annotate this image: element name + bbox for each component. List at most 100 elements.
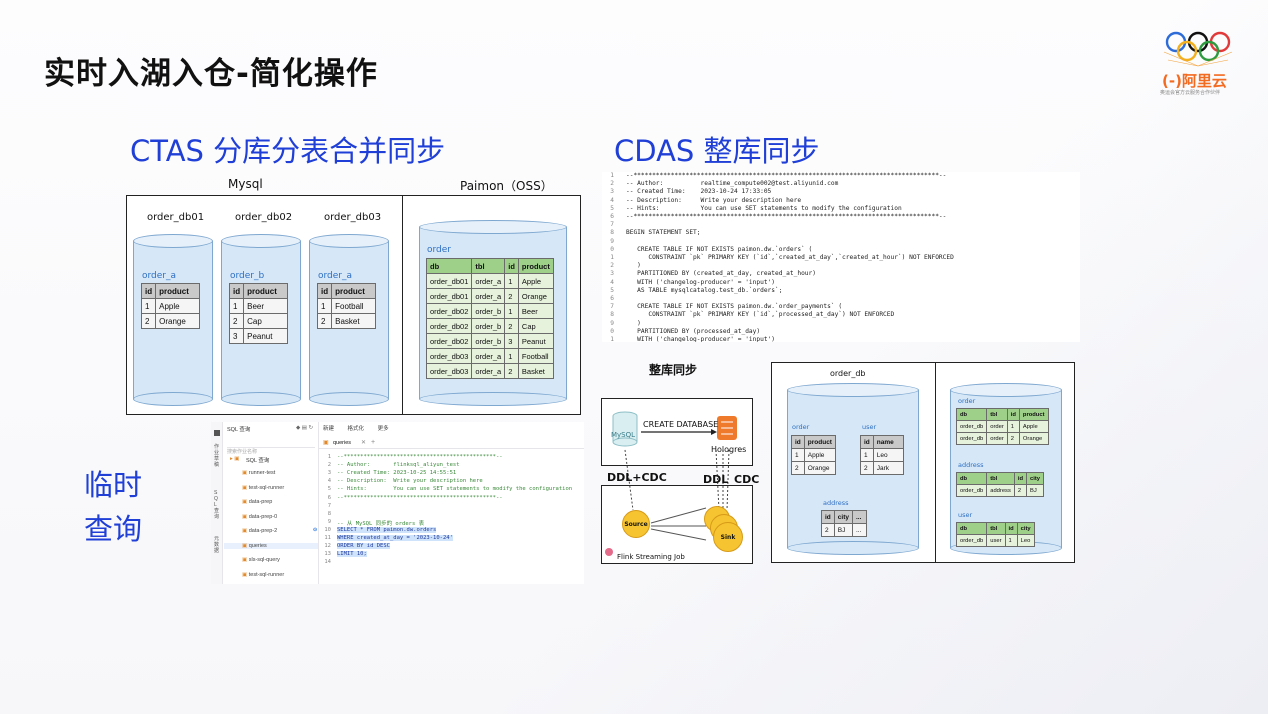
table-cell: order_a <box>471 348 506 364</box>
code-line-number: 2 <box>610 180 614 188</box>
cylinder-bot <box>133 392 213 406</box>
table-cell: 3 <box>228 328 245 344</box>
src-db-cylinder <box>787 383 919 555</box>
table-cell: Orange <box>1018 432 1049 445</box>
tree-item[interactable]: ▣ queries <box>224 542 318 549</box>
table-cell: order_a <box>471 363 506 379</box>
code-line-number: 0 <box>610 327 614 335</box>
adhoc-title-line1: 临时 <box>84 468 143 502</box>
editor-line[interactable]: -- Description: Write your description h… <box>337 478 483 485</box>
editor-line[interactable]: LIMIT 10; <box>337 551 367 558</box>
table-cell: order_a <box>471 288 506 304</box>
search-placeholder: 搜索作业名称 <box>227 449 258 455</box>
dst-user-name: user <box>958 511 973 519</box>
flink-job-label: Flink Streaming Job <box>617 553 685 561</box>
code-line: CREATE TABLE IF NOT EXISTS paimon.dw.`or… <box>626 245 813 253</box>
column-header: product <box>803 435 836 449</box>
tab-queries[interactable]: queries <box>333 440 352 446</box>
slide-title: 实时入湖入仓-简化操作 <box>44 56 378 92</box>
column-header: id <box>860 435 874 449</box>
table-cell: 1 <box>504 348 519 364</box>
code-line: --**************************************… <box>626 213 947 220</box>
more-button[interactable]: 更多 <box>377 426 389 432</box>
tree-item[interactable]: ▣ test-sql-runner <box>242 572 284 578</box>
table-cell: 3 <box>504 333 519 349</box>
menu-icon[interactable] <box>214 430 220 436</box>
table-cell: 2 <box>228 313 245 329</box>
cylinder-top <box>133 234 213 248</box>
tree-item[interactable]: ▣ data-prep-2 <box>242 528 277 534</box>
editor-line[interactable]: SELECT * FROM paimon.dw.orders <box>337 526 437 533</box>
tree-item[interactable]: ▣ data-prep-0 <box>242 514 277 520</box>
editor-line-number: 2 <box>327 462 331 469</box>
table-cell: order_db02 <box>425 333 473 349</box>
editor-line[interactable]: -- 从 MySQL 同步的 orders 表 <box>337 520 425 527</box>
table-cell: 1 <box>1004 534 1018 547</box>
new-button[interactable]: 新建 <box>323 426 335 432</box>
table-name: order_a <box>142 271 177 281</box>
paimon-table-name: order <box>427 245 451 255</box>
editor-line[interactable]: --**************************************… <box>337 454 503 460</box>
panel-icons[interactable]: ◆ ▤ ↻ <box>296 425 314 431</box>
logo-brand: (-)阿里云 <box>1162 72 1227 90</box>
tree-root[interactable]: SQL 查询 <box>246 458 270 464</box>
code-line: -- Created Time: 2023-10-24 17:33:05 <box>626 188 772 196</box>
editor-line[interactable]: WHERE created_at_day = '2023-10-24' <box>337 535 453 541</box>
tree-item[interactable]: ▣ sls-sql-query <box>242 557 280 563</box>
column-header: product <box>331 283 377 299</box>
table-cell: 2 <box>791 461 805 475</box>
code-line-number: 4 <box>610 196 614 204</box>
code-line: WITH ('changelog-producer' = 'input') <box>626 336 776 342</box>
close-tab-icon[interactable]: ✕ <box>361 440 367 446</box>
editor-line[interactable]: --**************************************… <box>337 494 503 501</box>
search-input[interactable]: 搜索作业名称 <box>227 440 315 455</box>
flow-title: 整库同步 <box>649 363 698 377</box>
rail-item[interactable]: S Q L 查 询 <box>214 490 220 520</box>
table-cell: 2 <box>821 523 835 537</box>
file-icon: ▣ <box>242 499 249 505</box>
code-line-number: 9 <box>610 237 614 245</box>
cylinder-top <box>787 383 919 397</box>
column-header: city <box>1026 472 1044 485</box>
editor-line-number: 4 <box>327 478 331 485</box>
code-line-number: 1 <box>610 254 614 261</box>
format-button[interactable]: 格式化 <box>347 426 365 432</box>
tree-item[interactable]: ▣ data-prep <box>242 499 272 505</box>
table-cell: order <box>986 432 1008 445</box>
mysql-icon <box>612 411 638 447</box>
column-header: name <box>872 435 904 449</box>
editor-line-number: 12 <box>324 543 331 550</box>
run-icon[interactable]: ⊙ <box>313 527 318 533</box>
code-line-number: 8 <box>610 229 614 237</box>
table-cell: 1 <box>791 448 805 462</box>
tree-item[interactable]: ▣ test-sql-runner <box>242 485 284 491</box>
file-icon: ▣ <box>242 470 249 476</box>
tree-item-label: data-prep-2 <box>248 528 278 534</box>
rail-item[interactable]: 元 数 据 <box>214 536 220 554</box>
table-cell: Beer <box>243 298 289 314</box>
flink-icon <box>605 548 613 556</box>
editor-line[interactable]: ORDER BY id DESC <box>337 543 390 550</box>
editor-line[interactable]: -- Author: flinksql_aliyun_test <box>337 462 460 469</box>
rail-item[interactable]: 作 业 草 稿 <box>214 444 220 468</box>
add-tab-icon[interactable]: + <box>371 439 376 446</box>
editor-line[interactable]: -- Hints: You can use SET statements to … <box>337 486 573 493</box>
tree-item[interactable]: ▣ runner-test <box>242 470 275 476</box>
table-cell: 2 <box>504 288 519 304</box>
tree-item-label: sls-sql-query <box>248 557 280 563</box>
table-cell: order <box>986 420 1008 433</box>
logo-tagline: 奥运会官方云服务合作伙伴 <box>1160 90 1221 96</box>
column-header: id <box>504 258 519 274</box>
editor-line[interactable]: -- Created Time: 2023-10-25 14:55:51 <box>337 470 457 477</box>
column-header: tbl <box>471 258 506 274</box>
table-cell: Apple <box>155 298 201 314</box>
code-line: CREATE TABLE IF NOT EXISTS paimon.dw.`or… <box>626 303 843 311</box>
